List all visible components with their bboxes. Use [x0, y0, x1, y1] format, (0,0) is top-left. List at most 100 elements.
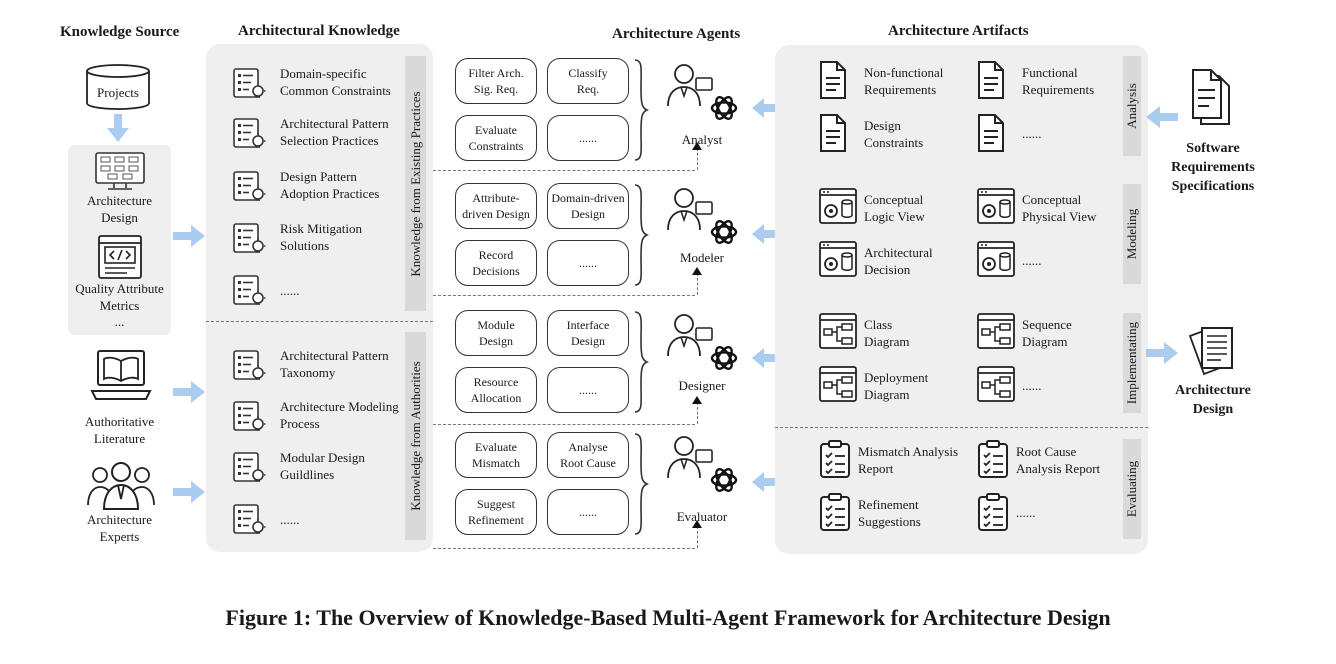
artifact-label-line1: Deployment	[864, 370, 929, 385]
agent-task-label-line1: Classify	[568, 66, 608, 80]
agent-name: Modeler	[679, 250, 725, 265]
header-architecture-agents: Architecture Agents	[612, 26, 741, 42]
agent-task-label-line1: Interface	[566, 318, 610, 332]
dashed-connector	[433, 424, 695, 425]
artifact-label-line1: ......	[1022, 253, 1042, 268]
knowledge-item-icon	[232, 503, 266, 537]
openai-logo-icon	[708, 92, 740, 124]
phase-label: Analysis	[1124, 83, 1139, 129]
artifact-label-line1: Class	[864, 317, 893, 332]
agent-task-label-line1: Suggest	[476, 497, 515, 511]
knowledge-item-icon	[232, 117, 266, 151]
authorities-bar: Knowledge from Authorities	[405, 332, 426, 540]
agent-task-text: ......	[579, 130, 597, 146]
artifact-label-line2: Diagram	[864, 334, 910, 349]
dashed-connector	[697, 402, 698, 424]
artifact-label-line2: Diagram	[1022, 334, 1068, 349]
header-architecture-artifacts: Architecture Artifacts	[888, 23, 1029, 39]
agent-task-label-line1: Domain-driven	[551, 191, 625, 205]
clipboard-checklist-icon	[976, 439, 1010, 479]
experts-group-icon	[86, 461, 156, 511]
srs-label-line2: Requirements	[1171, 160, 1255, 175]
source-quality-metrics-line1: Quality Attribute	[75, 281, 164, 296]
artifacts-divider	[775, 427, 1148, 428]
agent-task-label-line1: ......	[579, 383, 597, 397]
artifact-label-line2: Diagram	[864, 387, 910, 402]
diagram-window-icon	[976, 365, 1016, 403]
agent-task-label-line2: Design	[571, 207, 605, 221]
curly-brace	[633, 58, 649, 162]
agent-name: Analyst	[681, 132, 723, 147]
right-arrow-icon	[173, 481, 205, 503]
curly-brace	[633, 310, 649, 414]
arrowhead-icon	[692, 267, 702, 275]
agent-person-icon	[664, 186, 714, 232]
knowledge-existing-item-line2: Selection Practices	[280, 133, 379, 148]
artifact-label-line1: Refinement	[858, 497, 919, 512]
knowledge-existing-item-line1: Risk Mitigation	[280, 221, 362, 236]
knowledge-authority-item-line1: Modular Design	[280, 450, 365, 465]
settings-database-window-icon	[976, 187, 1016, 225]
agent-task-label-line1: Record	[478, 248, 514, 262]
header-architectural-knowledge: Architectural Knowledge	[238, 23, 400, 39]
clipboard-checklist-icon	[818, 439, 852, 479]
source-ellipsis: ...	[114, 314, 125, 329]
knowledge-authority-item-line1: Architecture Modeling	[280, 399, 399, 414]
artifact-label-line1: Conceptual	[864, 192, 924, 207]
artifact-label-line2: Constraints	[864, 135, 924, 150]
knowledge-existing-item-line1: Architectural Pattern	[280, 116, 389, 131]
source-architecture-design-line1: Architecture	[87, 193, 152, 208]
dashed-connector	[433, 170, 695, 171]
agent-person-icon	[664, 434, 714, 480]
phase-label: Implementating	[1124, 321, 1139, 405]
right-arrow-icon	[173, 381, 205, 403]
knowledge-divider	[206, 321, 433, 322]
artifact-label-line1: Non-functional	[864, 65, 944, 80]
dashed-connector	[697, 526, 698, 548]
agent-task-label-line2: Mismatch	[472, 456, 520, 470]
document-icon	[976, 60, 1006, 100]
left-arrow-icon	[1146, 106, 1178, 128]
agent-task-box: ......	[547, 489, 629, 535]
artifact-label-line2: Requirements	[1022, 82, 1095, 97]
agent-task-label-line2: Decisions	[472, 264, 520, 278]
arrowhead-icon	[692, 520, 702, 528]
diagram-window-icon	[818, 365, 858, 403]
artifact-label-line2: Report	[858, 461, 894, 476]
knowledge-authority-item-line2: Taxonomy	[280, 365, 336, 380]
artifact-label-line1: Design	[864, 118, 901, 133]
agent-task-box: ......	[547, 115, 629, 161]
phase-bar: Implementating	[1123, 313, 1141, 413]
artifact-label-line2: Logic View	[864, 209, 925, 224]
srs-documents-icon	[1189, 68, 1235, 128]
document-icon	[818, 60, 848, 100]
agent-task-label-line2: Design	[479, 334, 513, 348]
artifact-label-line2: Suggestions	[858, 514, 921, 529]
document-icon	[818, 113, 848, 153]
agent-task-text: ......	[579, 504, 597, 520]
agent-name: Evaluator	[676, 509, 728, 524]
document-icon	[976, 113, 1006, 153]
artifact-label-line1: Root Cause	[1016, 444, 1077, 459]
dashed-connector	[697, 148, 698, 170]
agent-task-label-line1: Evaluate	[475, 123, 517, 137]
agent-task-box: Attribute-driven Design	[455, 183, 537, 229]
openai-logo-icon	[708, 464, 740, 496]
header-knowledge-source: Knowledge Source	[60, 24, 180, 40]
agent-task-label-line1: Attribute-	[472, 191, 520, 205]
right-arrow-icon	[1146, 342, 1178, 364]
agent-task-label-line2: Allocation	[470, 391, 522, 405]
source-experts-line1: Architecture	[87, 512, 152, 527]
agent-task-label-line2: Constraints	[468, 139, 524, 153]
down-arrow-icon	[107, 114, 129, 142]
